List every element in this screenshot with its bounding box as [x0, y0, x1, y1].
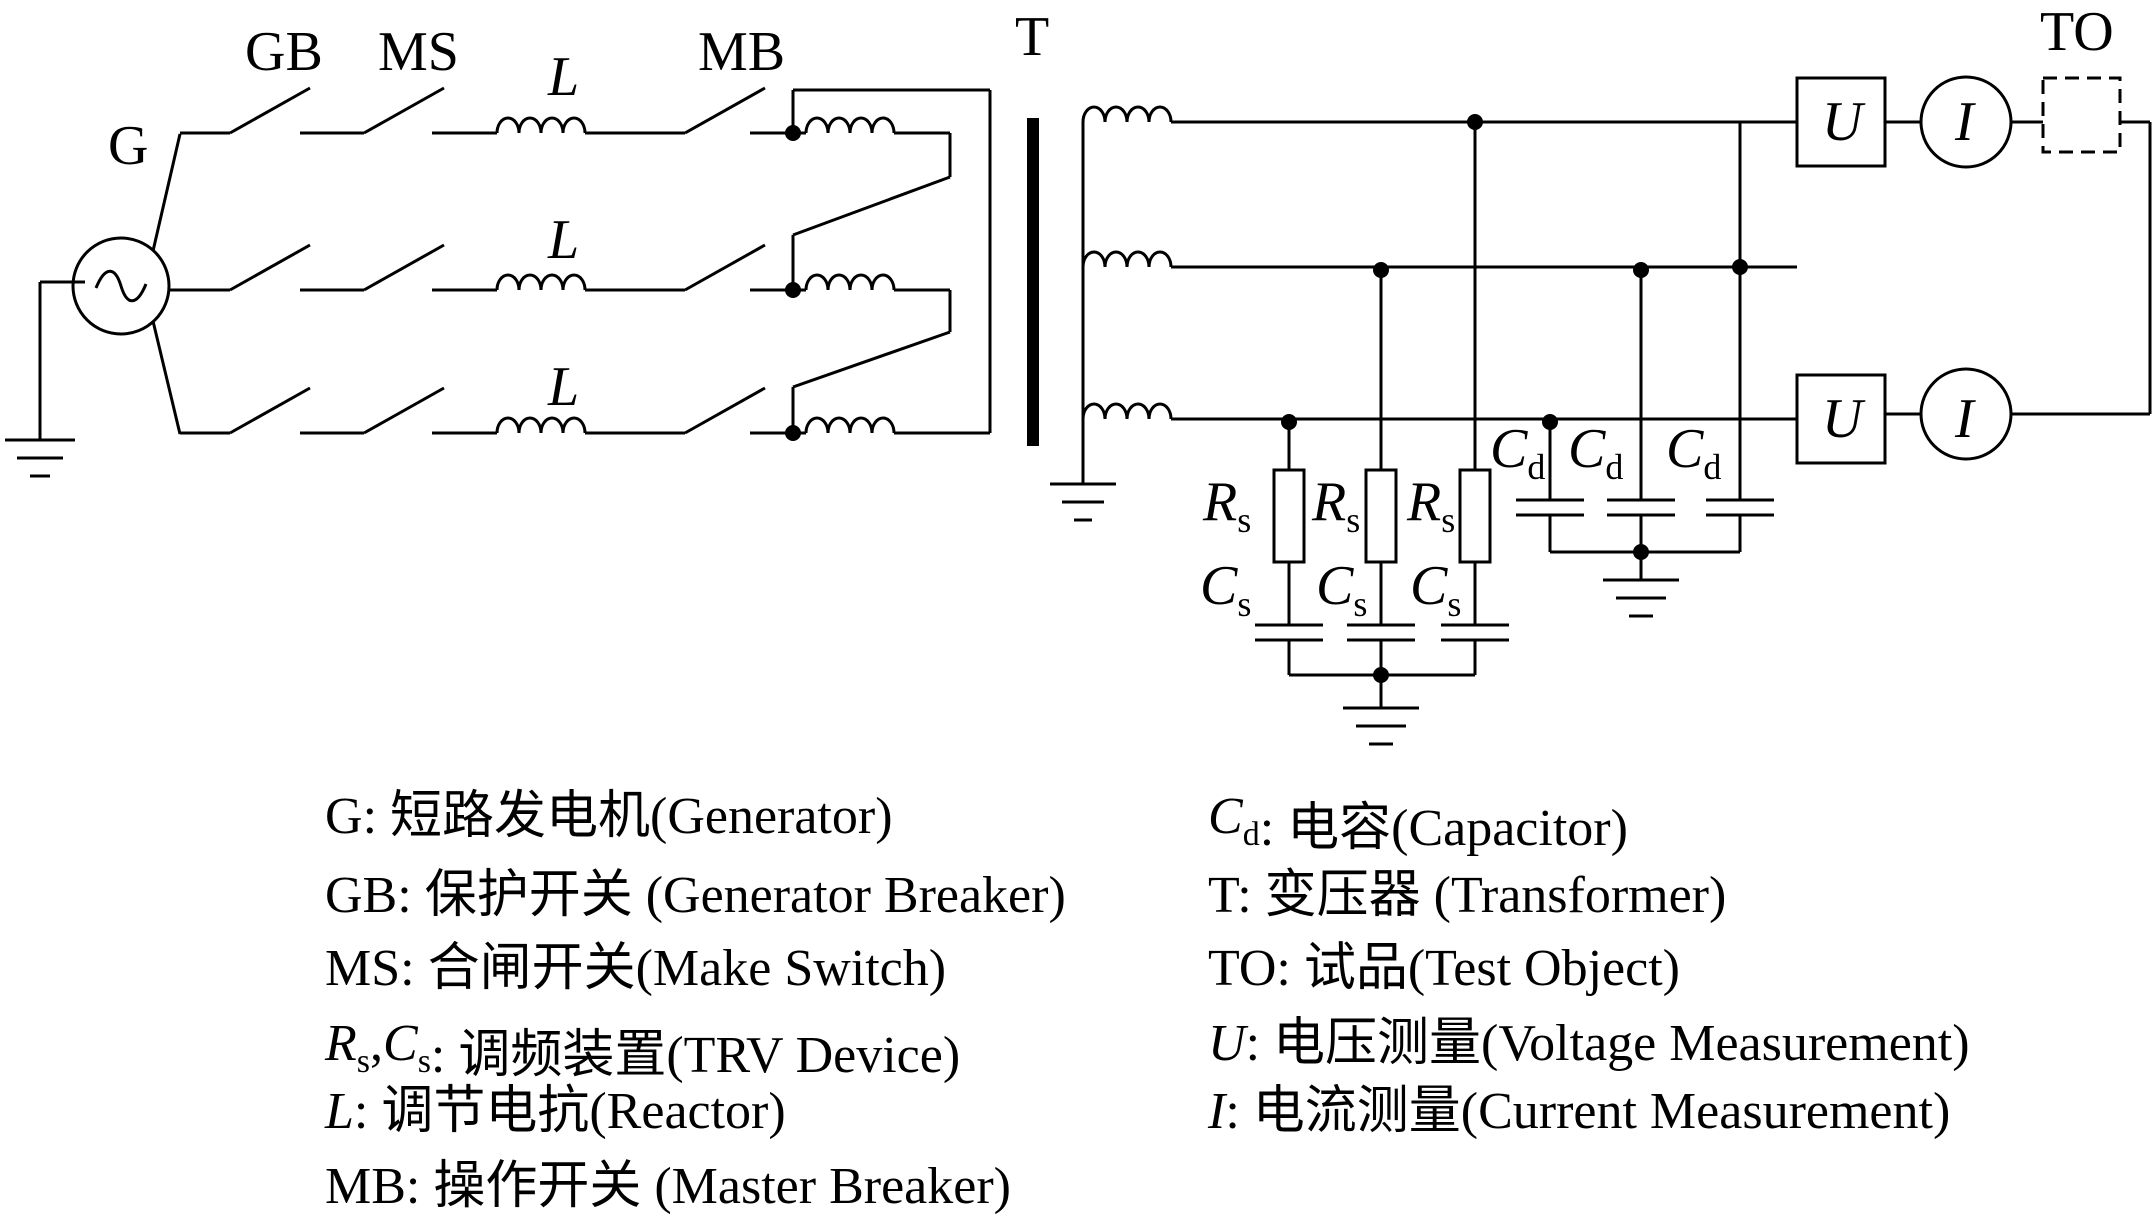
label-rs-1: Rs [1202, 471, 1251, 540]
label-u-2: U [1822, 388, 1866, 450]
label-l-1: L [547, 46, 579, 108]
label-to: TO [2040, 1, 2114, 63]
label-gb: GB [245, 21, 323, 83]
legend-left-GB: GB: 保护开关 (Generator Breaker) [325, 867, 1066, 924]
label-cs-2: Cs [1316, 555, 1367, 624]
label-ms: MS [378, 21, 459, 83]
legend-right-column: Cd: 电容(Capacitor) T: 变压器 (Transformer) TO:… [1207, 788, 1970, 1140]
label-cd-3: Cd [1666, 418, 1721, 487]
phase-3-line [180, 386, 793, 435]
legend-left-L: L: 调节电抗(Reactor) [324, 1083, 786, 1140]
label-rs-2: Rs [1311, 471, 1360, 540]
label-i-2: I [1954, 388, 1976, 450]
legend-left-G: G: 短路发电机(Generator) [325, 788, 893, 845]
generator-ground [5, 280, 85, 478]
phase-1-line [180, 86, 793, 135]
label-rs-3: Rs [1406, 471, 1455, 540]
label-i-1: I [1954, 91, 1976, 153]
transformer-primary-delta [785, 88, 992, 441]
legend-left-RsCs: Rs,Cs: 调频装置(TRV Device) [324, 1015, 960, 1084]
measurement-branch-top [1795, 75, 2152, 414]
generator-side-phases [169, 86, 793, 435]
legend-left-MB: MB: 操作开关 (Master Breaker) [325, 1158, 1011, 1215]
label-cd-2: Cd [1568, 418, 1623, 487]
label-t: T [1015, 6, 1049, 68]
legend-right-Cd: Cd: 电容(Capacitor) [1208, 788, 1628, 857]
trv-rc-branches [1255, 468, 1509, 746]
legend-right-I: I: 电流测量(Current Measurement) [1207, 1083, 1950, 1140]
label-cd-1: Cd [1490, 418, 1545, 487]
bus-taps [1281, 114, 1748, 500]
label-u-1: U [1822, 91, 1866, 153]
phase-2-line [169, 243, 793, 292]
generator [71, 133, 230, 435]
label-mb: MB [698, 21, 785, 83]
label-g: G [108, 115, 148, 177]
transformer-secondary-star [1050, 105, 1797, 522]
label-cs-3: Cs [1410, 555, 1461, 624]
legend-left-column: G: 短路发电机(Generator) GB: 保护开关 (Generator B… [324, 788, 1066, 1215]
measurement-branch-bottom [1795, 367, 2150, 465]
label-cs-1: Cs [1200, 555, 1251, 624]
legend-left-MS: MS: 合闸开关(Make Switch) [325, 940, 946, 997]
component-labels: Rs Rs Rs Cs Cs Cs Cd Cd Cd [1200, 418, 1721, 624]
label-l-2: L [547, 209, 579, 271]
legend-right-T: T: 变压器 (Transformer) [1208, 867, 1726, 924]
legend-right-U: U: 电压测量(Voltage Measurement) [1208, 1015, 1970, 1072]
legend-right-TO: TO: 试品(Test Object) [1208, 940, 1680, 997]
label-l-3: L [547, 356, 579, 418]
cd-capacitors [1516, 498, 1774, 618]
